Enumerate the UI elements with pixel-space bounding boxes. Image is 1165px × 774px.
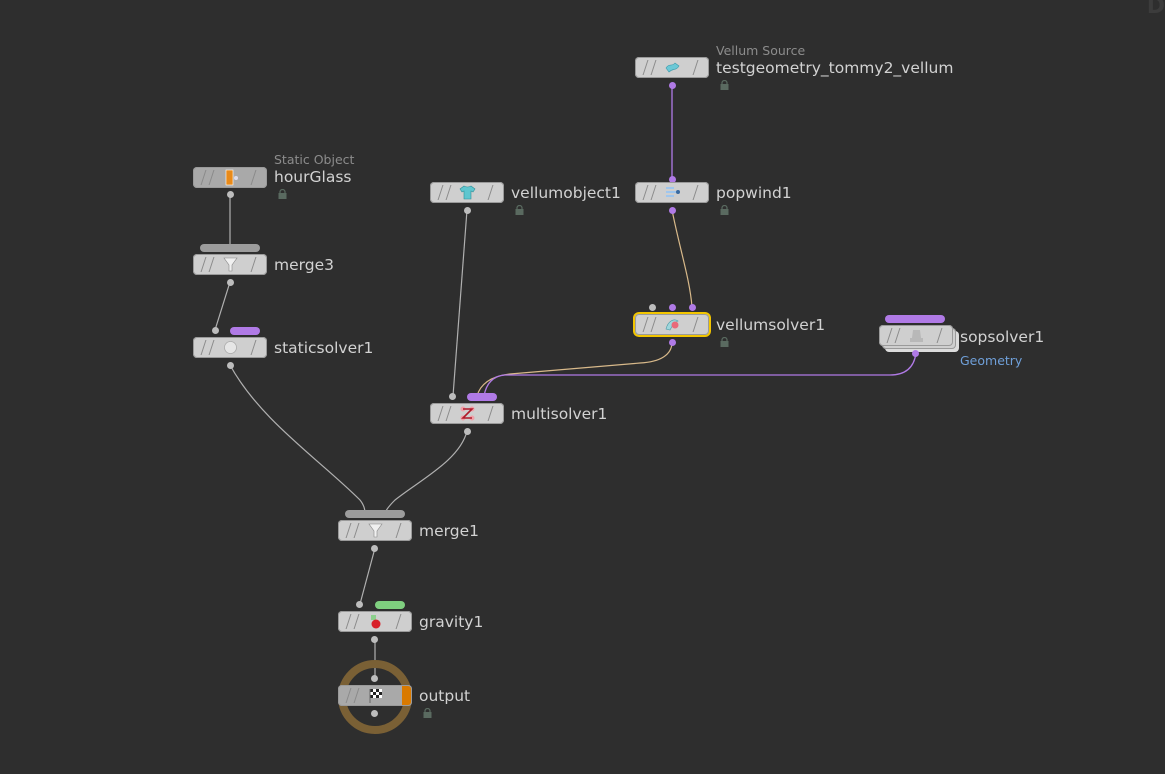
node-vellumsolver1[interactable]	[635, 314, 709, 335]
node-hourglass[interactable]	[193, 167, 267, 188]
gravity-icon	[371, 615, 381, 629]
vellum-object-shirt-icon	[459, 185, 476, 200]
wire-staticsolver-merge1	[229, 364, 366, 514]
vellum-source-icon	[665, 62, 680, 73]
lock-icon	[720, 337, 729, 347]
node-popwind1[interactable]	[635, 182, 709, 203]
node-merge1[interactable]	[338, 520, 412, 541]
output-connector[interactable]	[371, 636, 378, 643]
wire-vellumsolver-multisolver	[476, 341, 673, 397]
input-connector[interactable]	[669, 176, 676, 183]
wire-popwind-vellumsolver	[671, 209, 693, 308]
lock-icon	[720, 80, 729, 90]
node-output[interactable]	[338, 685, 412, 706]
output-connector[interactable]	[669, 339, 676, 346]
node-name-label[interactable]: merge3	[274, 256, 334, 274]
node-staticsolver1[interactable]	[193, 337, 267, 358]
node-type-label: Vellum Source	[716, 43, 806, 58]
node-name-label[interactable]: sopsolver1	[960, 328, 1045, 346]
node-name-label[interactable]: gravity1	[419, 613, 484, 631]
output-connector[interactable]	[464, 428, 471, 435]
sop-solver-icon	[910, 330, 923, 342]
output-connector[interactable]	[371, 710, 378, 717]
output-connector[interactable]	[464, 207, 471, 214]
pop-wind-icon	[666, 187, 680, 197]
input-connector[interactable]	[649, 304, 656, 311]
input-connector[interactable]	[689, 304, 696, 311]
lock-icon	[278, 189, 287, 199]
wire-merge1-gravity	[359, 547, 376, 605]
node-name-label[interactable]: output	[419, 687, 471, 705]
multi-solver-icon	[460, 406, 475, 421]
input-connector[interactable]	[449, 393, 456, 400]
output-connector[interactable]	[669, 207, 676, 214]
lock-icon	[423, 708, 432, 718]
input-connector[interactable]	[356, 601, 363, 608]
node-name-label[interactable]: testgeometry_tommy2_vellum	[716, 59, 954, 77]
node-name-label[interactable]: staticsolver1	[274, 339, 374, 357]
node-testgeometry[interactable]	[635, 57, 709, 78]
merge-funnel-icon	[223, 257, 238, 272]
output-connector[interactable]	[371, 545, 378, 552]
input-connector[interactable]	[371, 675, 378, 682]
node-multisolver1[interactable]	[430, 403, 504, 424]
wire-merge3-staticsolver	[214, 281, 231, 331]
output-connector[interactable]	[912, 350, 919, 357]
solver-input-bar[interactable]	[885, 315, 945, 323]
node-name-label[interactable]: vellumobject1	[511, 184, 621, 202]
node-merge3[interactable]	[193, 254, 267, 275]
vellum-solver-icon	[665, 319, 679, 331]
node-name-label[interactable]: merge1	[419, 522, 479, 540]
merge-input-bar[interactable]	[200, 244, 260, 252]
node-name-label[interactable]: vellumsolver1	[716, 316, 826, 334]
lock-icon	[720, 205, 729, 215]
output-connector[interactable]	[227, 279, 234, 286]
static-solver-icon	[224, 341, 237, 354]
node-data-label: Geometry	[960, 353, 1023, 368]
force-input-bar[interactable]	[375, 601, 405, 609]
node-name-label[interactable]: popwind1	[716, 184, 792, 202]
solver-input-bar[interactable]	[230, 327, 260, 335]
output-connector[interactable]	[227, 191, 234, 198]
node-gravity1[interactable]	[338, 611, 412, 632]
display-flag[interactable]	[402, 686, 411, 705]
node-type-label: Static Object	[274, 152, 355, 167]
lock-icon	[515, 205, 524, 215]
network-corner-glyph: D	[1146, 0, 1165, 19]
output-connector[interactable]	[227, 362, 234, 369]
input-connector[interactable]	[212, 327, 219, 334]
wire-multisolver-merge1	[384, 430, 468, 514]
node-name-label[interactable]: multisolver1	[511, 405, 608, 423]
node-name-label[interactable]: hourGlass	[274, 168, 352, 186]
wire-sopsolver-multisolver	[483, 352, 917, 397]
input-connector[interactable]	[669, 304, 676, 311]
solver-input-bar[interactable]	[467, 393, 497, 401]
node-vellumobject1[interactable]	[430, 182, 504, 203]
merge-funnel-icon	[368, 523, 383, 538]
wire-vellumobject-multisolver	[452, 209, 468, 397]
output-flag-icon	[369, 689, 382, 703]
output-connector[interactable]	[669, 82, 676, 89]
merge-input-bar[interactable]	[345, 510, 405, 518]
static-object-icon	[225, 169, 238, 186]
node-sopsolver1-front[interactable]	[879, 325, 953, 346]
